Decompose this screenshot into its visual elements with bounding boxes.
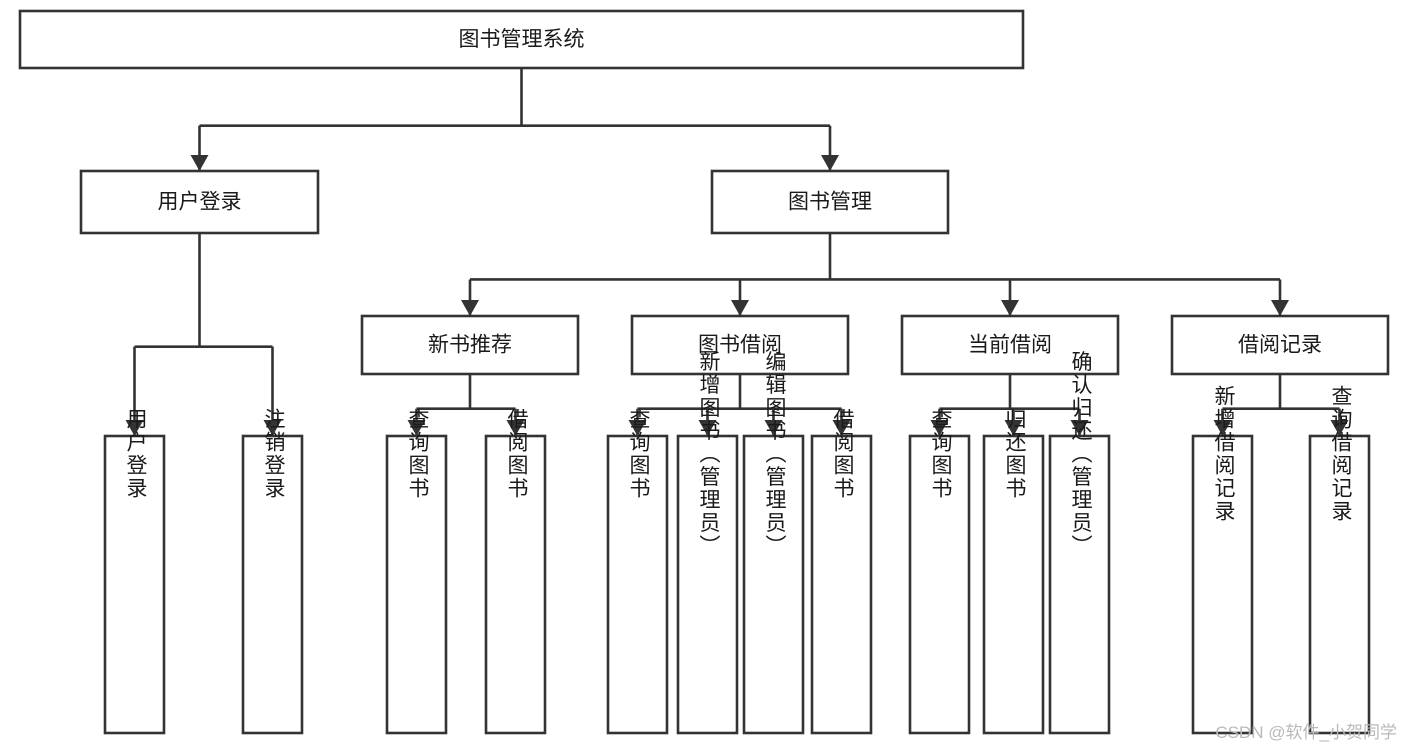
node-root[interactable]: 图书管理系统	[18, 9, 1025, 70]
node-leaf-borrow-book-1[interactable]: 借阅图书	[484, 408, 547, 735]
node-box[interactable]	[606, 434, 669, 735]
node-label: 归还图书	[1003, 408, 1027, 500]
node-l2-borrow[interactable]: 图书借阅	[630, 314, 850, 376]
node-box[interactable]	[1308, 434, 1371, 735]
node-box[interactable]	[385, 434, 448, 735]
node-label: 新书推荐	[428, 334, 512, 357]
node-label: 用户登录	[158, 191, 242, 214]
node-leaf-query-book-2[interactable]: 查询图书	[606, 408, 669, 735]
node-layer: 图书管理系统用户登录图书管理新书推荐图书借阅当前借阅借阅记录用户登录注销登录查询…	[18, 9, 1390, 735]
arrow-head-icon	[1213, 420, 1232, 436]
node-leaf-add-book[interactable]: 新增图书（管理员）	[676, 351, 739, 735]
node-box[interactable]	[484, 434, 547, 735]
node-box[interactable]	[630, 314, 850, 376]
arrow-head-icon	[506, 420, 525, 436]
node-l2-current[interactable]: 当前借阅	[900, 314, 1120, 376]
node-label: 用户登录	[124, 408, 148, 500]
node-box[interactable]	[982, 434, 1045, 735]
node-leaf-user-login[interactable]: 用户登录	[103, 408, 166, 735]
node-leaf-query-book-1[interactable]: 查询图书	[385, 408, 448, 735]
arrow-head-icon	[1001, 300, 1019, 316]
arrow-head-icon	[731, 300, 749, 316]
arrow-head-icon	[698, 420, 717, 436]
node-box[interactable]	[103, 434, 166, 735]
node-label: 新增图书（管理员）	[697, 351, 721, 558]
node-label: 查询借阅记录	[1329, 385, 1353, 523]
node-box[interactable]	[360, 314, 580, 376]
node-box[interactable]	[1191, 434, 1254, 735]
node-leaf-query-book-3[interactable]: 查询图书	[908, 408, 971, 735]
node-label: 确认归还（管理员）	[1069, 351, 1093, 558]
node-label: 注销登录	[262, 408, 286, 500]
node-label: 查询图书	[627, 408, 651, 500]
node-box[interactable]	[18, 9, 1025, 70]
node-box[interactable]	[241, 434, 304, 735]
node-label: 借阅图书	[831, 408, 855, 500]
node-box[interactable]	[908, 434, 971, 735]
node-leaf-logout[interactable]: 注销登录	[241, 408, 304, 735]
node-label: 编辑图书（管理员）	[763, 351, 787, 558]
node-label: 图书管理系统	[459, 28, 585, 51]
node-leaf-query-record[interactable]: 查询借阅记录	[1308, 385, 1371, 735]
arrow-head-icon	[190, 155, 209, 171]
arrow-head-icon	[1271, 300, 1289, 316]
arrow-head-icon	[125, 420, 144, 436]
node-label: 当前借阅	[968, 334, 1052, 357]
arrow-head-icon	[263, 420, 282, 436]
node-l2-new-book[interactable]: 新书推荐	[360, 314, 580, 376]
node-leaf-edit-book[interactable]: 编辑图书（管理员）	[742, 351, 805, 735]
node-box[interactable]	[1170, 314, 1390, 376]
edge-layer	[125, 68, 1349, 436]
node-l2-record[interactable]: 借阅记录	[1170, 314, 1390, 376]
node-label: 查询图书	[929, 408, 953, 500]
arrow-head-icon	[1004, 420, 1023, 436]
arrow-head-icon	[832, 420, 851, 436]
arrow-head-icon	[821, 155, 839, 171]
arrow-head-icon	[764, 420, 783, 436]
node-l1-user-login[interactable]: 用户登录	[79, 169, 320, 235]
node-label: 图书借阅	[698, 334, 782, 357]
node-leaf-return-book[interactable]: 归还图书	[982, 408, 1045, 735]
node-label: 图书管理	[788, 191, 872, 214]
node-leaf-confirm-return[interactable]: 确认归还（管理员）	[1048, 351, 1111, 735]
node-box[interactable]	[79, 169, 320, 235]
arrow-head-icon	[1070, 420, 1089, 436]
arrow-head-icon	[1330, 420, 1349, 436]
arrow-head-icon	[407, 420, 426, 436]
node-leaf-borrow-book-2[interactable]: 借阅图书	[810, 408, 873, 735]
node-label: 新增借阅记录	[1212, 385, 1236, 523]
arrow-head-icon	[628, 420, 647, 436]
node-box[interactable]	[900, 314, 1120, 376]
node-label: 借阅记录	[1238, 334, 1322, 357]
node-label: 查询图书	[406, 408, 430, 500]
node-box[interactable]	[676, 434, 739, 735]
node-box[interactable]	[1048, 434, 1111, 735]
node-l1-book-mgmt[interactable]: 图书管理	[710, 169, 950, 235]
node-box[interactable]	[710, 169, 950, 235]
arrow-head-icon	[930, 420, 949, 436]
arrow-head-icon	[461, 300, 479, 316]
node-label: 借阅图书	[505, 408, 529, 500]
node-leaf-add-record[interactable]: 新增借阅记录	[1191, 385, 1254, 735]
node-box[interactable]	[810, 434, 873, 735]
node-box[interactable]	[742, 434, 805, 735]
